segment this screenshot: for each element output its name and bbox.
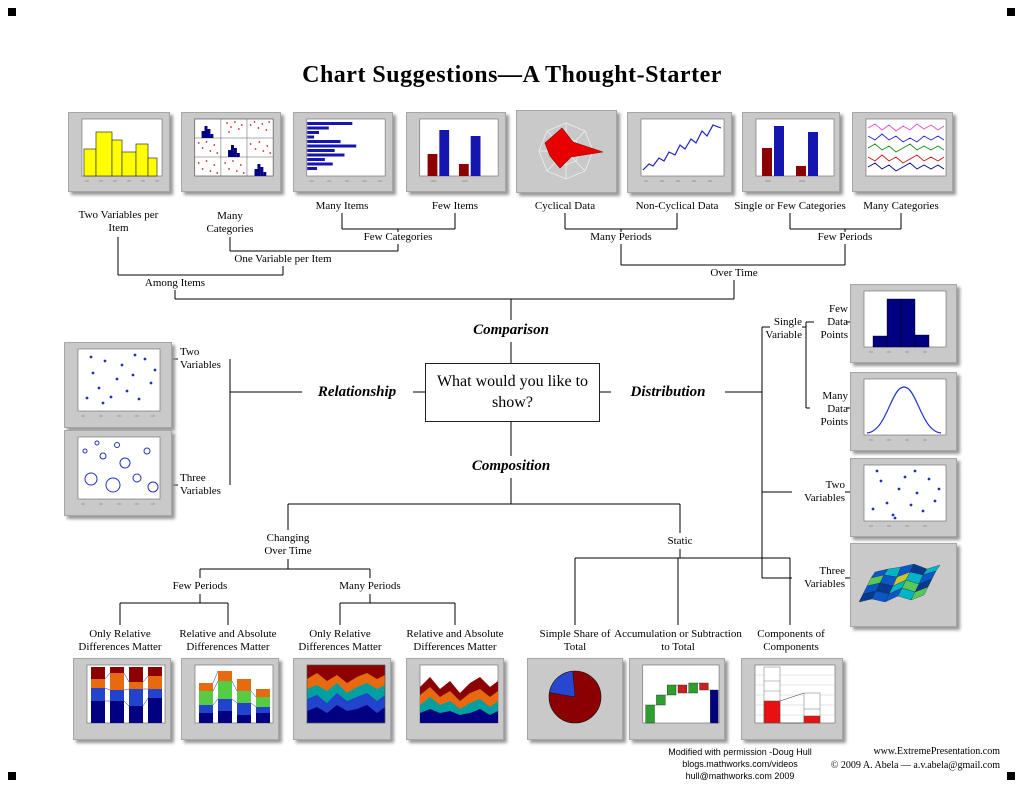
label-few-periods-comp: Few Periods [172, 580, 228, 592]
stacked-area-chart-icon [406, 658, 504, 740]
branch-distribution: Distribution [630, 384, 706, 400]
label-changing-over-time: Changing Over Time [264, 532, 312, 558]
label-single-variable: Single Variable [765, 316, 802, 342]
label-many-categories-lines: Many Categories [863, 200, 939, 212]
label-only-relative-2: Only Relative Differences Matter [298, 628, 382, 654]
scatter-chart-icon [64, 342, 172, 428]
variable-width-column-chart-icon [68, 112, 170, 192]
label-relative-absolute-2: Relative and Absolute Differences Matter [406, 628, 504, 654]
label-only-relative-1: Only Relative Differences Matter [78, 628, 162, 654]
line-histogram-icon [850, 372, 957, 451]
multi-line-chart-icon [852, 112, 953, 192]
credit-modified-line1: Modified with permission -Doug Hull [668, 747, 812, 757]
label-two-variables-per-item: Two Variables per Item [78, 209, 159, 235]
label-one-variable-per-item: One Variable per Item [234, 253, 332, 265]
label-few-periods: Few Periods [817, 231, 873, 243]
label-three-variables-rel: Three Variables [180, 472, 221, 498]
label-among-items: Among Items [144, 277, 206, 289]
label-accumulation: Accumulation or Subtraction to Total [614, 628, 742, 654]
label-many-categories-table: Many Categories [206, 210, 254, 236]
waterfall-chart-icon [629, 658, 725, 740]
label-relative-absolute-1: Relative and Absolute Differences Matter [179, 628, 277, 654]
scatter-chart-icon [850, 458, 957, 537]
label-cyclical-data: Cyclical Data [534, 200, 596, 212]
label-many-periods-comp: Many Periods [339, 580, 401, 592]
column-chart-icon [742, 112, 840, 192]
label-over-time: Over Time [710, 267, 758, 279]
table-with-embedded-charts-icon [181, 112, 281, 192]
label-many-items: Many Items [315, 200, 369, 212]
label-two-variables-rel: Two Variables [180, 346, 221, 372]
crop-mark-top-right [1007, 8, 1015, 16]
central-question-text: What would you like to show? [436, 372, 589, 411]
credit-modified-line3: hull@mathworks.com 2009 [685, 771, 795, 781]
credit-website: www.ExtremePresentation.com [873, 746, 1000, 757]
pie-chart-icon [527, 658, 623, 740]
label-static: Static [667, 535, 693, 547]
stacked-100-column-subcomponents-chart-icon [741, 658, 843, 740]
column-chart-icon [406, 112, 506, 192]
label-few-items: Few Items [431, 200, 479, 212]
3d-area-chart-icon [850, 543, 957, 627]
crop-mark-bottom-right [1007, 772, 1015, 780]
stacked-100-area-chart-icon [293, 658, 391, 740]
branch-composition: Composition [471, 458, 551, 474]
stacked-column-chart-icon [181, 658, 279, 740]
label-single-or-few-categories: Single or Few Categories [734, 200, 846, 212]
label-non-cyclical-data: Non-Cyclical Data [635, 200, 719, 212]
label-few-categories: Few Categories [363, 231, 433, 243]
label-many-periods: Many Periods [590, 231, 652, 243]
branch-relationship: Relationship [317, 384, 397, 400]
label-many-data-points: Many Data Points [820, 390, 848, 429]
label-components: Components of Components [757, 628, 825, 654]
central-question-box: What would you like to show? [425, 363, 600, 422]
label-few-data-points: Few Data Points [820, 303, 848, 342]
label-three-variables-dist: Three Variables [804, 565, 845, 591]
bubble-chart-icon [64, 430, 172, 516]
page-title: Chart Suggestions—A Thought-Starter [302, 62, 722, 88]
circular-area-chart-icon [516, 110, 617, 193]
crop-mark-top-left [8, 8, 16, 16]
horizontal-bar-chart-icon [293, 112, 393, 192]
credit-modified-line2: blogs.mathworks.com/videos [682, 759, 798, 769]
line-chart-icon [627, 112, 732, 193]
column-histogram-icon [850, 284, 957, 363]
crop-mark-bottom-left [8, 772, 16, 780]
credit-copyright: © 2009 A. Abela — a.v.abela@gmail.com [830, 760, 1000, 771]
branch-comparison: Comparison [473, 322, 549, 338]
label-two-variables-dist: Two Variables [804, 479, 845, 505]
stacked-100-column-chart-icon [73, 658, 171, 740]
label-simple-share: Simple Share of Total [539, 628, 611, 654]
